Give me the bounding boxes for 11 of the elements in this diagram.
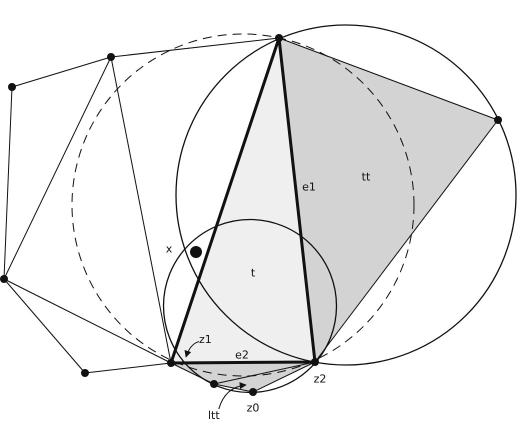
geometry-label: t xyxy=(250,266,256,280)
leader-line xyxy=(218,382,247,410)
point-label: z1 xyxy=(199,333,214,346)
geometry-label: e1 xyxy=(302,180,316,194)
geometry-label: z0 xyxy=(246,402,260,414)
leader-line xyxy=(184,341,200,358)
geometry-label: z2 xyxy=(314,372,326,386)
geometry-label: tt xyxy=(362,170,370,184)
geometry-label: e2 xyxy=(235,348,249,362)
geometry-label: x xyxy=(166,242,172,256)
point-label: ltt xyxy=(208,409,226,422)
